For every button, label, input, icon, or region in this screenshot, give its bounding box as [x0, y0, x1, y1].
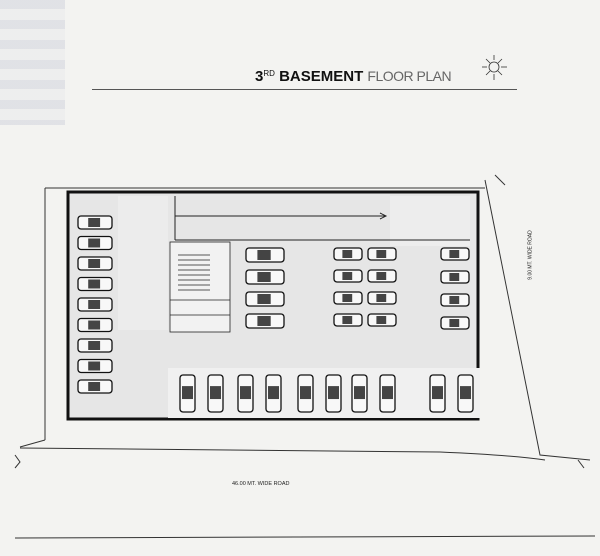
car-parking-slot: [77, 215, 113, 230]
title-underline: [92, 89, 517, 90]
car-parking-slot: [351, 374, 368, 413]
car-parking-slot: [333, 269, 363, 283]
site-boundary: [14, 174, 596, 539]
car-parking-slot: [325, 374, 342, 413]
stair-core: [169, 241, 231, 333]
car-parking-slot: [245, 313, 285, 329]
car-parking-slot: [265, 374, 282, 413]
car-parking-slot: [77, 317, 113, 333]
car-parking-slot: [367, 247, 397, 261]
car-parking-slot: [367, 269, 397, 283]
car-parking-slot: [440, 247, 470, 261]
car-parking-slot: [179, 374, 196, 413]
car-parking-slot: [77, 276, 113, 292]
compass-icon: [482, 55, 507, 80]
car-parking-slot: [379, 374, 396, 413]
car-parking-slot: [245, 269, 285, 285]
car-parking-slot: [207, 374, 224, 413]
car-parking-slot: [440, 270, 470, 284]
car-parking-slot: [77, 379, 113, 394]
car-parking-slot: [440, 316, 470, 330]
car-parking-slot: [429, 374, 446, 413]
car-parking-slot: [245, 291, 285, 307]
car-parking-slot: [77, 358, 113, 374]
car-parking-slot: [77, 338, 113, 353]
car-parking-slot: [440, 293, 470, 307]
car-parking-slot: [367, 291, 397, 305]
car-parking-slot: [297, 374, 314, 413]
car-parking-slot: [77, 235, 113, 251]
car-parking-slot: [333, 313, 363, 327]
car-parking-slot: [245, 247, 285, 263]
car-parking-slot: [333, 291, 363, 305]
car-parking-slot: [77, 256, 113, 271]
ramp-arrow: [174, 196, 470, 241]
ramp-area-right: [390, 196, 470, 246]
bottom-road-label: 46.00 MT. WIDE ROAD: [232, 481, 290, 487]
ramp-area: [118, 196, 168, 330]
car-parking-slot: [333, 247, 363, 261]
right-road-label: 9.00 MT. WIDE ROAD: [527, 230, 534, 280]
car-parking-slot: [367, 313, 397, 327]
car-parking-slot: [237, 374, 254, 413]
car-parking-slot: [77, 297, 113, 312]
plan-title: 3RD BASEMENT FLOOR PLAN: [255, 68, 452, 85]
car-parking-slot: [457, 374, 474, 413]
paper-shadow: [0, 0, 65, 125]
